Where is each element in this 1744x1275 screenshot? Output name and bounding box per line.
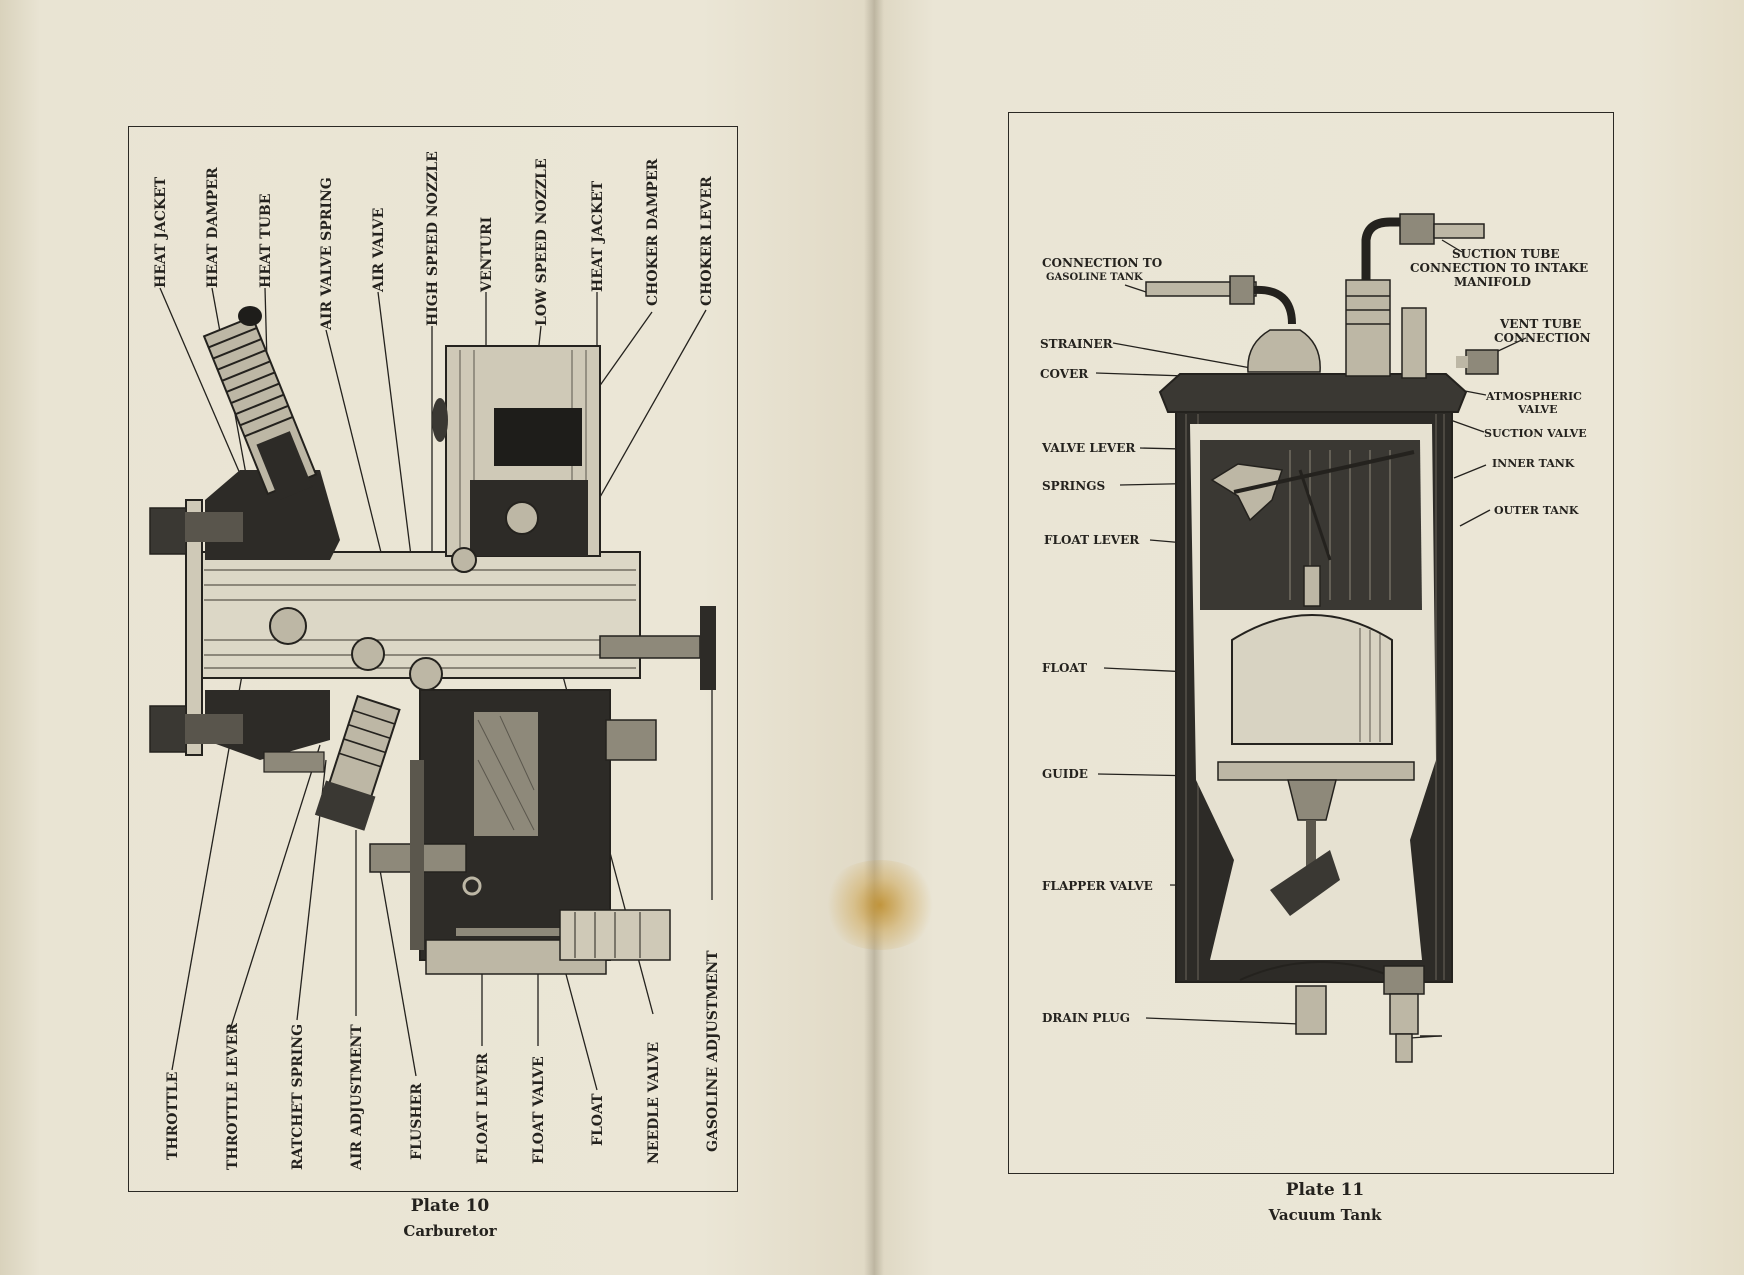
carburetor-diagram: HEAT JACKET HEAT DAMPER HEAT TUBE AIR VA… [149, 151, 721, 1171]
stain-mark [820, 860, 940, 950]
label-choker-lever: CHOKER LEVER [699, 176, 715, 306]
label-air-valve: AIR VALVE [371, 208, 387, 293]
label-guide: GUIDE [1042, 767, 1088, 781]
label-throttle-lever: THROTTLE LEVER [225, 1023, 241, 1170]
label-choker-damper: CHOKER DAMPER [645, 158, 661, 306]
label-heat-jacket: HEAT JACKET [153, 176, 169, 288]
label-flusher: FLUSHER [409, 1083, 425, 1160]
label-float-valve: FLOAT VALVE [531, 1056, 547, 1164]
label-strainer: STRAINER [1040, 337, 1114, 351]
vacuum-tank-diagram: CONNECTION TO GASOLINE TANK SUCTION TUBE… [1040, 213, 1591, 1063]
plate-10-title: Carburetor [403, 1222, 497, 1240]
label-connection-gas-2: GASOLINE TANK [1046, 272, 1143, 283]
label-vent-tube-2: CONNECTION [1494, 331, 1591, 345]
plate-10-label: Plate 10 [410, 1196, 490, 1216]
book-gutter [864, 0, 884, 1275]
label-heat-tube: HEAT TUBE [258, 194, 274, 288]
label-low-speed-nozzle: LOW SPEED NOZZLE [534, 158, 550, 326]
carburetor-top-labels: HEAT JACKET HEAT DAMPER HEAT TUBE AIR VA… [153, 151, 715, 331]
label-inner-tank: INNER TANK [1492, 457, 1575, 470]
label-atmospheric-2: VALVE [1517, 403, 1558, 416]
label-suction-valve: SUCTION VALVE [1484, 427, 1587, 440]
label-connection-gas-1: CONNECTION TO [1042, 256, 1162, 270]
plate-11-label: Plate 11 [1285, 1180, 1365, 1200]
label-drain-plug: DRAIN PLUG [1042, 1011, 1130, 1025]
label-high-speed-nozzle: HIGH SPEED NOZZLE [425, 151, 441, 326]
label-float-vt: FLOAT [1042, 661, 1087, 675]
label-springs: SPRINGS [1042, 479, 1105, 493]
label-valve-lever: VALVE LEVER [1041, 441, 1136, 455]
plate-10-frame [128, 126, 738, 1192]
label-gasoline-adjustment: GASOLINE ADJUSTMENT [705, 950, 721, 1152]
label-float: FLOAT [590, 1093, 606, 1146]
label-heat-jacket-2: HEAT JACKET [590, 180, 606, 292]
label-venturi: VENTURI [479, 217, 495, 293]
label-ratchet-spring: RATCHET SPRING [290, 1024, 306, 1170]
label-air-valve-spring: AIR VALVE SPRING [319, 177, 335, 331]
label-suction-tube-3: MANIFOLD [1454, 275, 1531, 289]
label-atmospheric-1: ATMOSPHERIC [1485, 390, 1582, 403]
label-float-lever: FLOAT LEVER [475, 1053, 491, 1164]
label-heat-damper: HEAT DAMPER [205, 167, 221, 288]
label-outer-tank: OUTER TANK [1494, 504, 1579, 517]
vacuum-tank-body [1145, 213, 1499, 1063]
plate-11-title: Vacuum Tank [1268, 1206, 1382, 1224]
carburetor-bottom-labels: THROTTLE THROTTLE LEVER RATCHET SPRING A… [165, 950, 721, 1171]
carburetor-body [149, 306, 716, 975]
vacuum-tank-labels: CONNECTION TO GASOLINE TANK SUCTION TUBE… [1040, 247, 1591, 1025]
label-cover: COVER [1040, 367, 1089, 381]
label-vent-tube-1: VENT TUBE [1499, 317, 1581, 331]
label-float-lever-vt: FLOAT LEVER [1044, 533, 1140, 547]
label-flapper-valve: FLAPPER VALVE [1042, 879, 1153, 893]
plate-11-frame [1008, 112, 1614, 1174]
label-suction-tube-1: SUCTION TUBE [1452, 247, 1560, 261]
label-air-adjustment: AIR ADJUSTMENT [349, 1024, 365, 1171]
label-suction-tube-2: CONNECTION TO INTAKE [1410, 261, 1588, 275]
label-throttle: THROTTLE [165, 1072, 181, 1160]
label-needle-valve: NEEDLE VALVE [646, 1042, 662, 1164]
